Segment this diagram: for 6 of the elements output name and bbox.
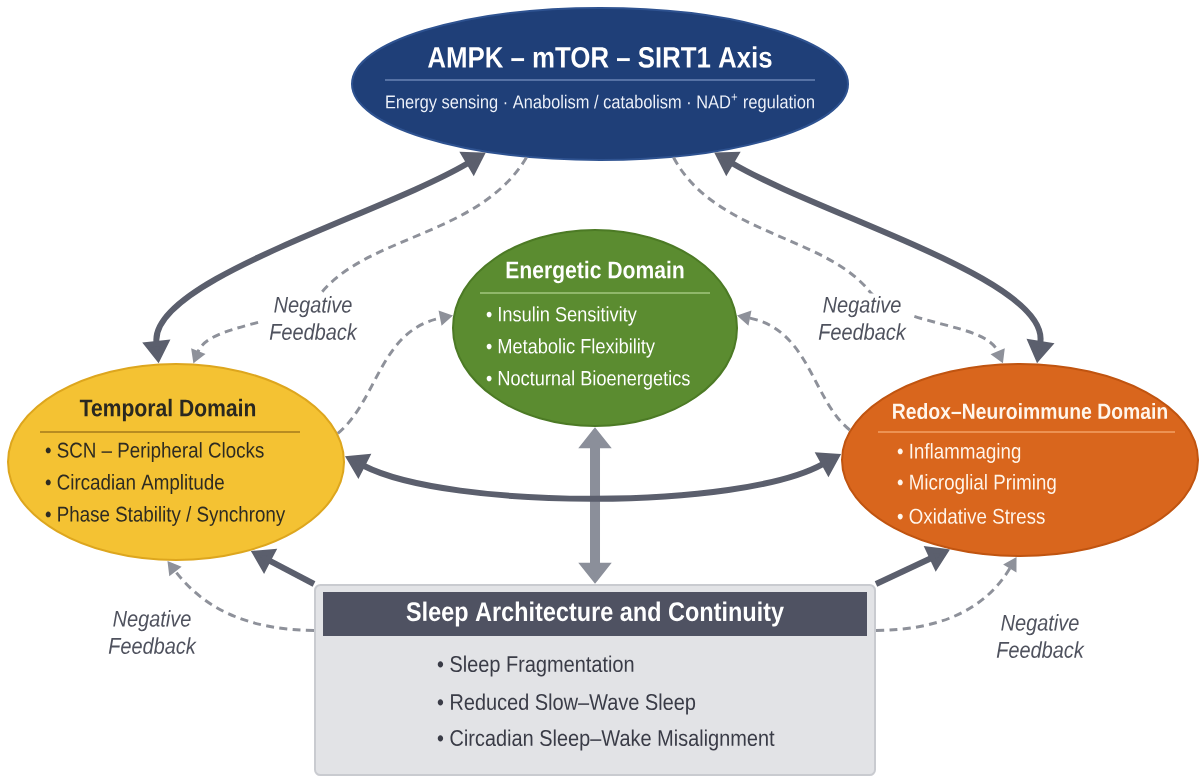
edge-label: Negative Feedback: [810, 293, 914, 343]
panel-box: Sleep Architecture and Continuity • Sleep Fragmentation • Reduced Slow–Wave Sleep • Circadian Sleep–Wake Misalignment: [314, 584, 876, 776]
edge-label: Negative Feedback: [100, 607, 204, 657]
dashed-arrow: [167, 561, 315, 632]
edge-label: Negative Feedback: [988, 611, 1092, 661]
edge-label: Negative Feedback: [261, 293, 365, 343]
